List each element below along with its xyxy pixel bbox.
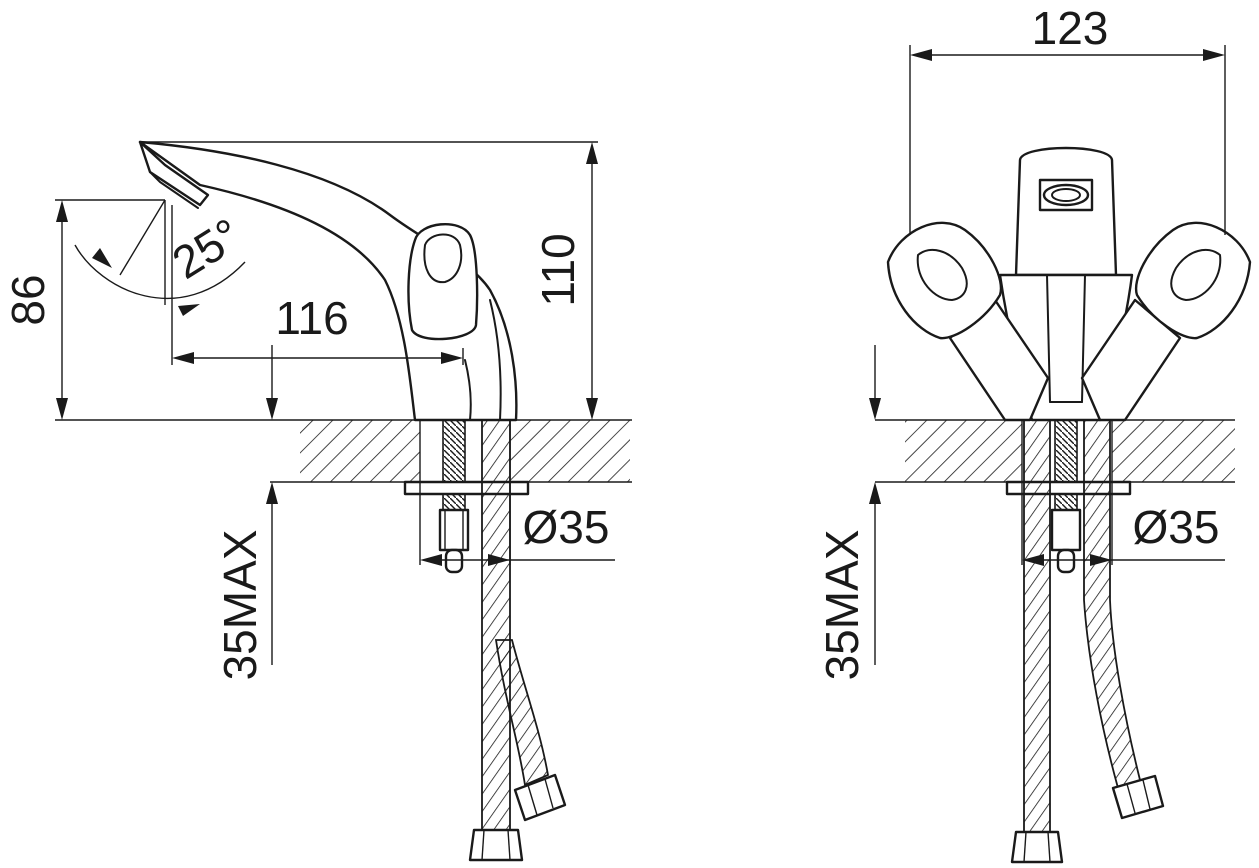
dimension-diameter-front: Ø35 (1021, 482, 1225, 566)
side-view: 86 110 116 25° (2, 140, 632, 862)
dimension-123: 123 (909, 2, 1226, 235)
supply-hoses-front (1010, 419, 1165, 864)
dimension-diameter-front-label: Ø35 (1133, 501, 1220, 553)
dimension-35max-side-label: 35MAX (214, 530, 266, 681)
dimension-35max-front-label: 35MAX (816, 530, 868, 681)
dimension-35max-front: 35MAX (816, 345, 881, 680)
dimension-angle-25: 25° (74, 199, 250, 316)
countertop-side (55, 419, 632, 483)
dimension-116: 116 (171, 205, 464, 365)
dimension-angle-label: 25° (163, 208, 250, 289)
faucet-body-side (138, 140, 518, 422)
dimension-86: 86 (2, 199, 165, 420)
dimension-123-label: 123 (1032, 2, 1109, 54)
front-view: 123 Ø35 35MAX (816, 2, 1252, 864)
faucet-body-front (886, 146, 1252, 422)
dimension-86-label: 86 (2, 274, 54, 325)
dimension-110: 110 (140, 141, 598, 420)
dimension-diameter-side-label: Ø35 (523, 501, 610, 553)
supply-hoses-side (468, 419, 567, 862)
dimension-116-label: 116 (275, 292, 348, 344)
dimension-35max-side: 35MAX (214, 345, 278, 680)
dimension-110-label: 110 (532, 233, 584, 306)
dimension-diameter-side: Ø35 (419, 482, 615, 566)
